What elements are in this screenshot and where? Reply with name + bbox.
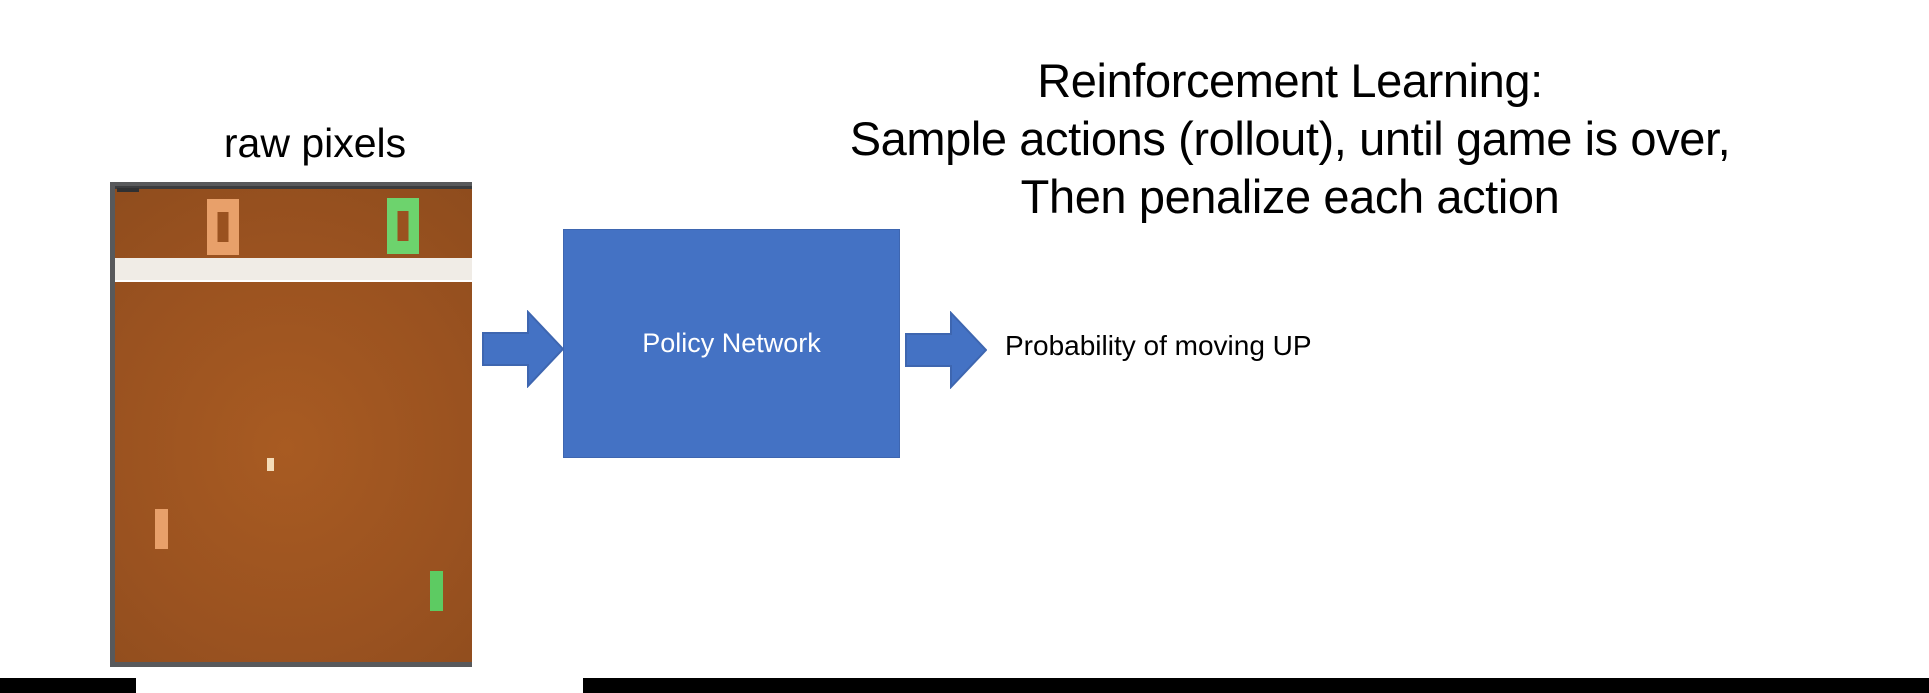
pong-ball	[267, 458, 274, 471]
score-right-digit	[387, 198, 419, 254]
pong-game-screenshot	[110, 182, 472, 667]
heading-line-3: Then penalize each action	[1020, 170, 1560, 223]
right-arrow-icon	[482, 310, 564, 388]
slide-heading: Reinforcement Learning: Sample actions (…	[690, 52, 1890, 226]
output-probability-label: Probability of moving UP	[1005, 330, 1312, 361]
score-right-digit-hole	[397, 211, 409, 241]
pong-top-border	[115, 186, 472, 189]
heading-line-2: Sample actions (rollout), until game is …	[849, 112, 1731, 165]
paddle-left	[155, 509, 168, 549]
raw-pixels-caption: raw pixels	[223, 120, 407, 166]
bottom-black-strip-left	[0, 678, 136, 693]
right-arrow-icon	[905, 311, 987, 389]
heading-line-1: Reinforcement Learning:	[1037, 54, 1543, 107]
paddle-right	[430, 571, 443, 611]
policy-network-label: Policy Network	[642, 328, 821, 358]
pong-playfield	[115, 186, 472, 662]
pong-top-notch	[117, 188, 139, 192]
bottom-black-strip-right	[583, 678, 1929, 693]
pong-divider-bar	[115, 258, 472, 282]
score-left-digit	[207, 199, 239, 255]
policy-network-box[interactable]: Policy Network	[563, 229, 900, 458]
score-left-digit-hole	[217, 212, 229, 242]
